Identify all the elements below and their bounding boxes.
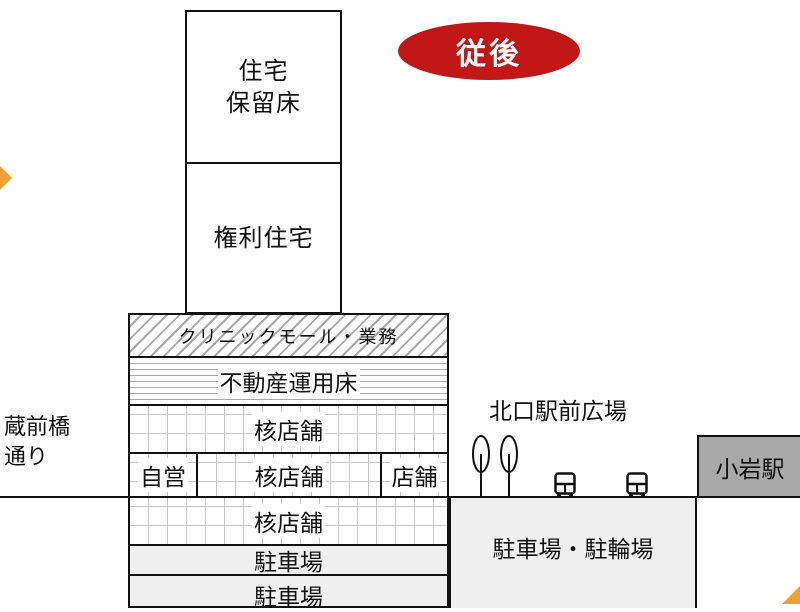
anchor-store-label-1: 核店舗 — [252, 412, 325, 446]
clinic-label: クリニックモール・業務 — [178, 326, 399, 348]
parking-floor-b3: 駐車場 — [128, 574, 449, 611]
parking-b3-label: 駐車場 — [254, 585, 323, 611]
realestate-floor: 不動産運用床 — [128, 356, 449, 406]
anchor-store-floor-1: 核店舗 — [128, 404, 449, 454]
shop-cell: 店舗 — [380, 452, 449, 498]
reserved-housing-block: 住宅 保留床 — [185, 10, 342, 164]
anchor-store-label-2: 核店舗 — [252, 458, 326, 492]
street-label-line1: 蔵前橋 — [4, 415, 71, 440]
reserved-housing-line2: 保留床 — [226, 89, 301, 117]
own-shop-cell: 自営 — [128, 452, 198, 498]
rights-housing-block: 権利住宅 — [185, 162, 342, 314]
underground-parking-area: 駐車場・駐輪場 — [449, 497, 697, 608]
parking-b2-label: 駐車場 — [254, 550, 323, 576]
street-label-line2: 通り — [4, 445, 49, 470]
left-edge-arrow — [0, 166, 12, 190]
tree-icon — [470, 434, 492, 498]
anchor-store-basement: 核店舗 — [128, 496, 449, 546]
realestate-label: 不動産運用床 — [217, 364, 360, 398]
anchor-store-cell-2: 核店舗 — [196, 452, 382, 498]
plaza-label: 北口駅前広場 — [489, 399, 627, 425]
after-badge: 従後 — [398, 22, 580, 80]
street-label: 蔵前橋 通り — [4, 413, 114, 473]
clinic-floor: クリニックモール・業務 — [128, 313, 449, 358]
underground-parking-label: 駐車場・駐輪場 — [492, 536, 654, 563]
own-shop-label: 自営 — [138, 458, 188, 492]
station-label: 小岩駅 — [715, 456, 785, 483]
parking-floor-b2: 駐車場 — [128, 544, 449, 576]
bus-icon — [626, 472, 648, 498]
tree-icon — [498, 434, 520, 498]
bottom-right-arrow — [782, 586, 800, 604]
reserved-housing-line1: 住宅 — [238, 57, 289, 85]
anchor-store-basement-label: 核店舗 — [252, 504, 325, 538]
shop-label: 店舗 — [389, 458, 440, 492]
koiwa-station-block: 小岩駅 — [697, 435, 800, 498]
rights-housing-label: 権利住宅 — [213, 224, 314, 252]
bus-icon — [554, 472, 576, 498]
ground-line — [0, 496, 800, 498]
